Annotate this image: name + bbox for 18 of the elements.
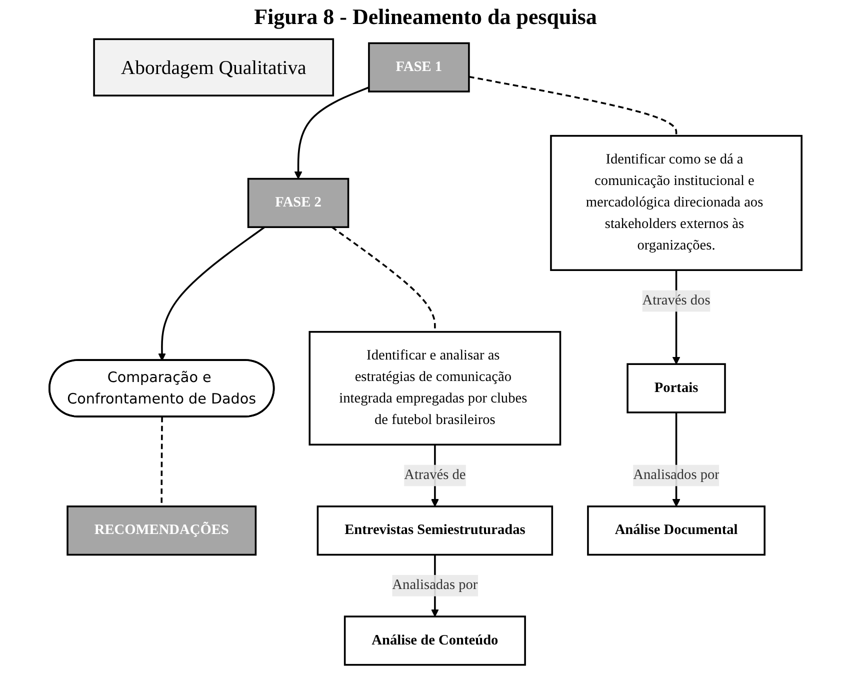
edge-label: Analisados por <box>633 467 720 483</box>
edge-label: Através dos <box>642 292 710 308</box>
node-box: RECOMENDAÇÕES <box>66 506 257 556</box>
figure-title: Figura 8 - Delineamento da pesquisa <box>253 4 598 30</box>
arrow <box>294 86 370 180</box>
node-box: Abordagem Qualitativa <box>93 38 334 96</box>
node-box: Entrevistas Semiestruturadas <box>316 506 554 556</box>
connector <box>468 76 678 136</box>
edge-label: Analisadas por <box>392 578 478 593</box>
node-box: Identificar e analisar as estratégias de comunicação integrada empregadas por clubes de futebol brasileiros <box>308 330 562 446</box>
node-box: Portais <box>626 363 726 414</box>
node-box: Análise de Conteúdo <box>344 616 526 666</box>
arrow <box>158 226 266 361</box>
node-box: Identificar como se dá a comunicação institucional e mercadológica direcionada aos stakeholders externos às organizações. <box>550 134 802 271</box>
node-box: FASE 2 <box>247 178 350 228</box>
edge-label: Através de <box>404 467 466 483</box>
node-box: Análise Documental <box>587 506 766 556</box>
node-box: FASE 1 <box>368 42 470 92</box>
